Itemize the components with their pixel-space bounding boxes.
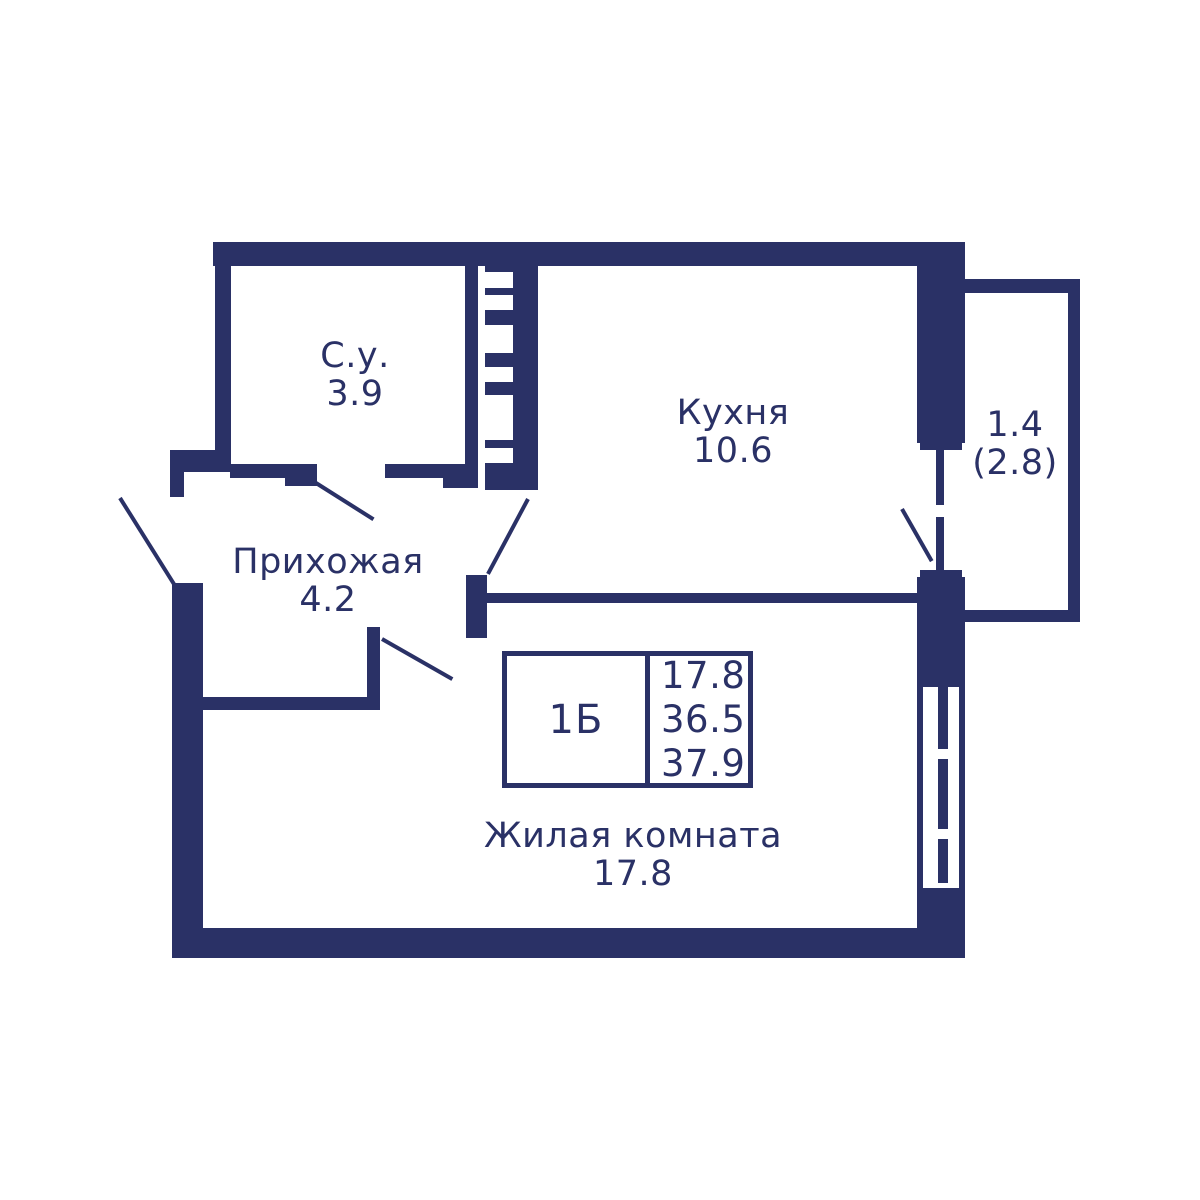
window-cap-bottom — [923, 888, 959, 895]
balcony-door-swing — [900, 508, 934, 563]
shaft-ladder — [485, 265, 513, 490]
balcony-area: 1.4 — [986, 405, 1044, 445]
entry-door-swing — [118, 496, 176, 586]
wall-top — [213, 242, 965, 266]
room-name: С.у. — [320, 336, 390, 376]
shaft-rung — [485, 295, 513, 310]
room-label-living: Жилая комната 17.8 — [484, 817, 782, 893]
room-label-kitchen: Кухня 10.6 — [677, 394, 790, 470]
living-door-swing — [381, 637, 454, 681]
room-area: 3.9 — [326, 374, 384, 414]
balcony-door-glass — [936, 450, 944, 505]
unit-areas: 17.8 36.5 37.9 — [650, 653, 748, 785]
shaft-rung — [485, 395, 513, 440]
wall-bathroom-bottom-right — [385, 464, 478, 478]
window-frame-left — [917, 680, 923, 895]
shaft-wall-right — [513, 265, 538, 490]
wall-bathroom-bottom-left — [230, 464, 317, 478]
balcony-wall-top — [965, 279, 1080, 293]
entry-jamb-vertical — [170, 472, 184, 497]
balcony-wall-bottom — [965, 610, 1080, 622]
balcony-door-glass — [936, 517, 944, 570]
window-glass — [938, 759, 948, 829]
wall-left — [172, 583, 203, 958]
window-frame-right — [959, 680, 965, 895]
wall-bottom — [172, 928, 965, 958]
balcony-door-cap-top — [920, 443, 962, 450]
unit-living-area: 17.8 — [661, 653, 746, 697]
partition-kitchen-living — [487, 593, 917, 603]
unit-info-box: 1Б 17.8 36.5 37.9 — [502, 651, 753, 788]
kitchen-door-stub — [466, 575, 487, 638]
wall-right-middle — [917, 577, 965, 680]
shaft-rung — [485, 325, 513, 353]
window-cap-top — [923, 680, 959, 687]
kitchen-door-swing — [486, 498, 530, 575]
balcony-area-coefficient: (2.8) — [972, 443, 1058, 483]
unit-area-without-balcony: 36.5 — [661, 697, 746, 741]
partition-hall-living — [203, 697, 380, 710]
unit-total-area: 37.9 — [661, 741, 746, 785]
shaft-rung — [485, 448, 513, 463]
window-glass — [938, 839, 948, 883]
room-name: Кухня — [676, 393, 790, 433]
wall-right-upper — [917, 242, 965, 443]
room-area: 10.6 — [693, 431, 773, 471]
wall-bathroom-left — [215, 242, 231, 472]
room-area: 4.2 — [299, 580, 357, 620]
shaft-wall-left — [465, 265, 478, 477]
shaft-rung — [485, 367, 513, 382]
entry-jamb-horizontal — [170, 450, 215, 472]
bathroom-door-jamb-step-right — [443, 477, 478, 488]
balcony-wall-right — [1068, 279, 1080, 622]
room-name: Прихожая — [232, 542, 424, 582]
room-name: Жилая комната — [483, 816, 783, 856]
window-glass — [938, 687, 948, 749]
bathroom-door-jamb-step-left — [285, 478, 317, 486]
balcony-door-cap-bottom — [920, 570, 962, 577]
shaft-rung — [485, 272, 513, 288]
room-label-bathroom: С.у. 3.9 — [320, 337, 389, 413]
room-label-balcony: 1.4 (2.8) — [972, 406, 1057, 482]
bathroom-door-swing — [314, 481, 375, 522]
hall-door-stub — [367, 627, 380, 710]
room-label-hallway: Прихожая 4.2 — [232, 543, 423, 619]
unit-type-label: 1Б — [507, 656, 650, 783]
room-area: 17.8 — [593, 854, 673, 894]
